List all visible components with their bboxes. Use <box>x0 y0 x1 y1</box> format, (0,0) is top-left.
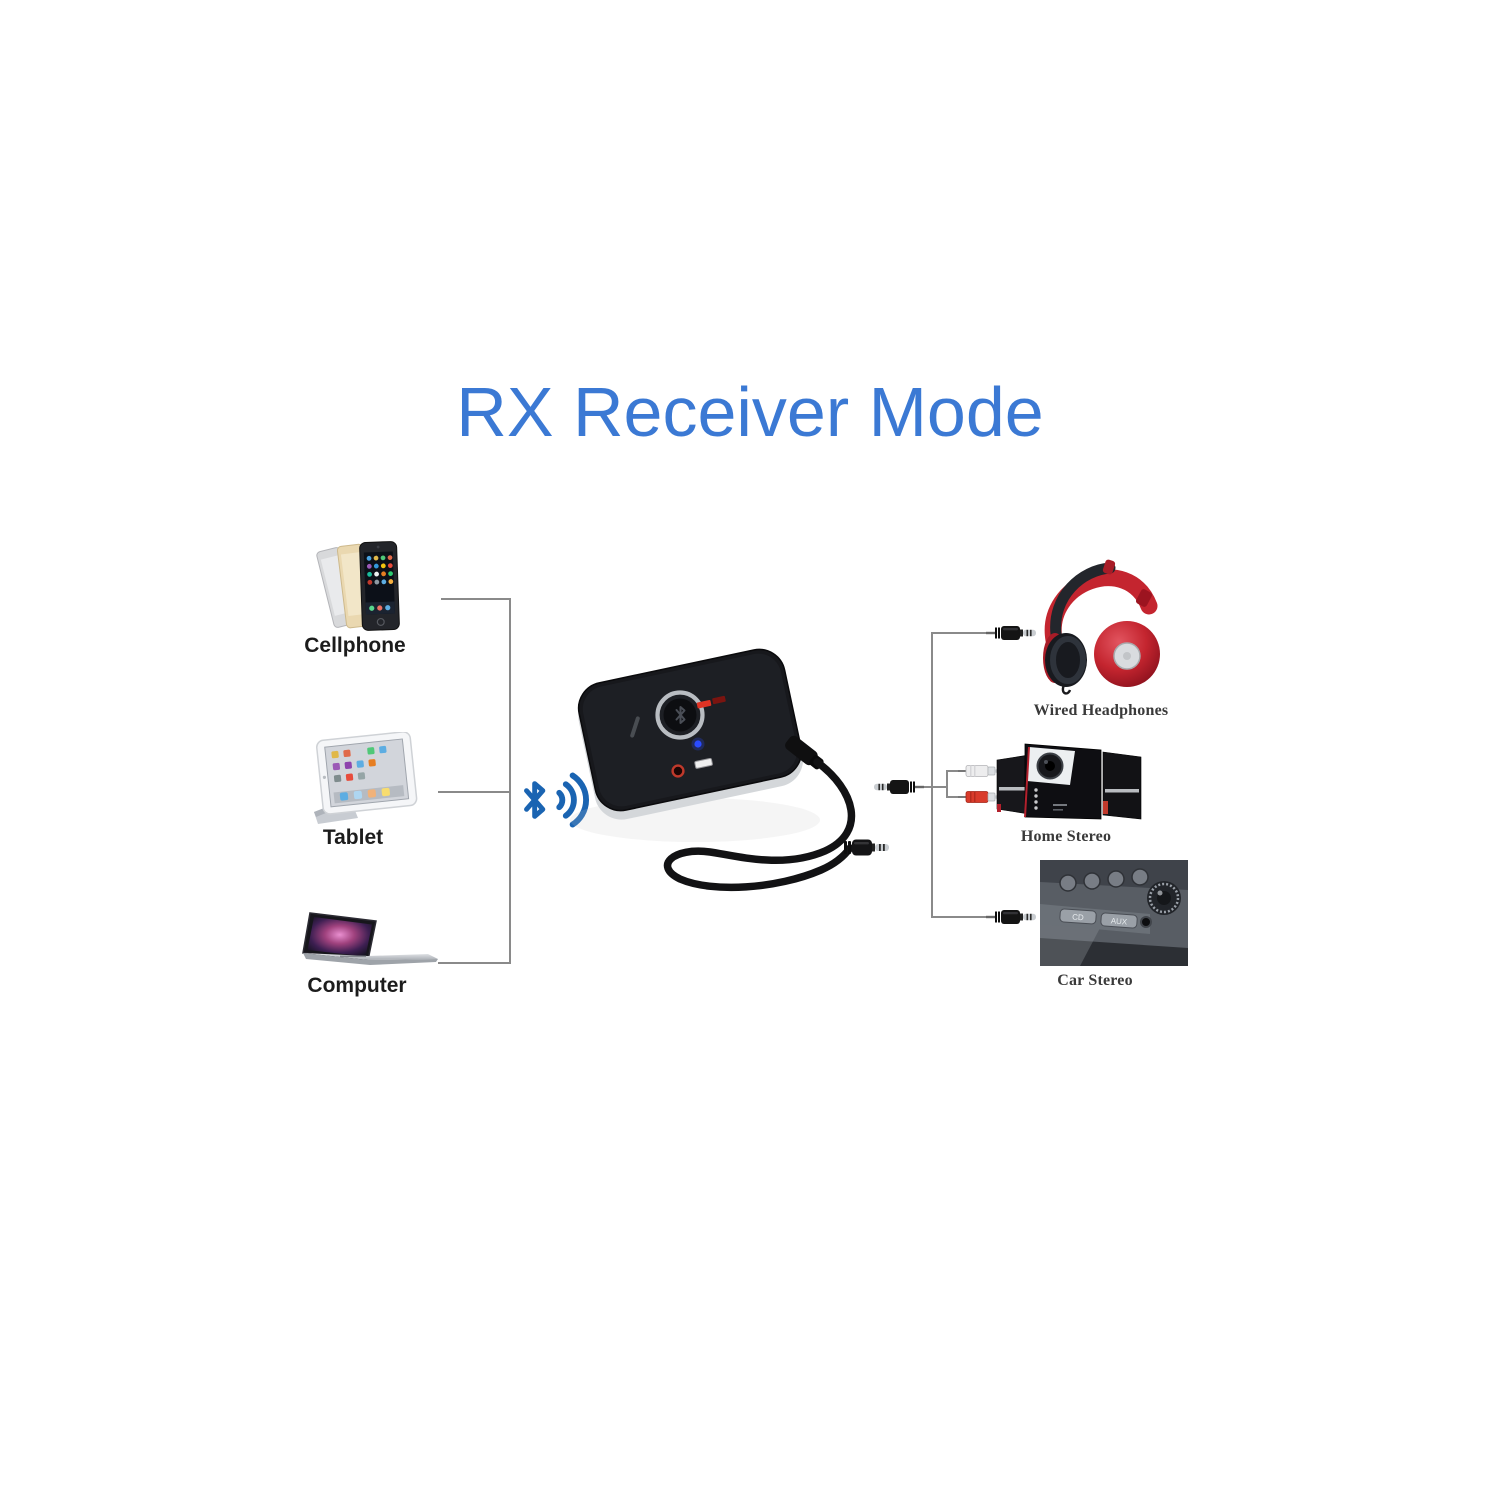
connector-line-car <box>931 916 991 918</box>
aux-plug-left-icon <box>874 780 924 794</box>
cellphone-image <box>316 541 400 631</box>
headphones-image <box>1043 559 1160 695</box>
receiver-button-ring <box>655 690 705 740</box>
computer-label: Computer <box>307 974 407 997</box>
rca-fork-bottom <box>946 796 960 798</box>
connector-bracket-right <box>931 632 933 918</box>
phone-black-front <box>359 541 400 631</box>
receiver-device-image <box>570 648 889 892</box>
cellphone-label: Cellphone <box>304 634 406 657</box>
svg-text:AUX: AUX <box>1110 916 1128 926</box>
connector-line-input <box>918 786 933 788</box>
connector-line-computer <box>438 962 511 964</box>
laptop-base <box>303 953 438 960</box>
receiver-red-marking <box>696 695 726 709</box>
aux-jack-hole <box>1140 916 1152 928</box>
home-stereo-image <box>996 743 1142 820</box>
connector-line-tablet <box>438 791 511 793</box>
receiver-usb-port <box>694 757 713 769</box>
aux-button: AUX <box>1100 912 1138 929</box>
rca-fork-top <box>946 770 960 772</box>
computer-image <box>302 912 438 965</box>
receiver-led <box>694 740 702 748</box>
volume-knob <box>1147 881 1181 915</box>
car-stereo-image: CD AUX <box>1040 860 1188 966</box>
cable-end-plug-icon <box>844 839 889 856</box>
receiver-bluetooth-glyph <box>675 706 686 724</box>
wired-headphones-label: Wired Headphones <box>1033 702 1169 719</box>
home-stereo-label: Home Stereo <box>1020 828 1112 845</box>
svg-text:CD: CD <box>1072 913 1084 923</box>
connector-line-headphones <box>931 632 991 634</box>
page-title: RX Receiver Mode <box>456 373 1044 451</box>
connector-line-cellphone <box>441 598 511 600</box>
tablet-image <box>314 732 418 824</box>
bluetooth-icon <box>524 781 546 819</box>
connector-bracket-left <box>509 598 511 964</box>
rca-fork-bracket <box>946 770 948 798</box>
car-stereo-label: Car Stereo <box>1057 972 1133 989</box>
tablet-label: Tablet <box>322 826 384 849</box>
aux-plug-car-icon <box>986 910 1036 924</box>
receiver-aux-jack <box>671 764 685 778</box>
cd-button: CD <box>1059 908 1097 925</box>
preset-buttons <box>1059 868 1149 892</box>
aux-plug-icon <box>986 626 1036 640</box>
wireless-waves-icon <box>556 772 590 828</box>
receiver-side-marking <box>630 716 640 738</box>
audio-cable <box>663 758 856 892</box>
connector-line-stereo <box>931 786 948 788</box>
